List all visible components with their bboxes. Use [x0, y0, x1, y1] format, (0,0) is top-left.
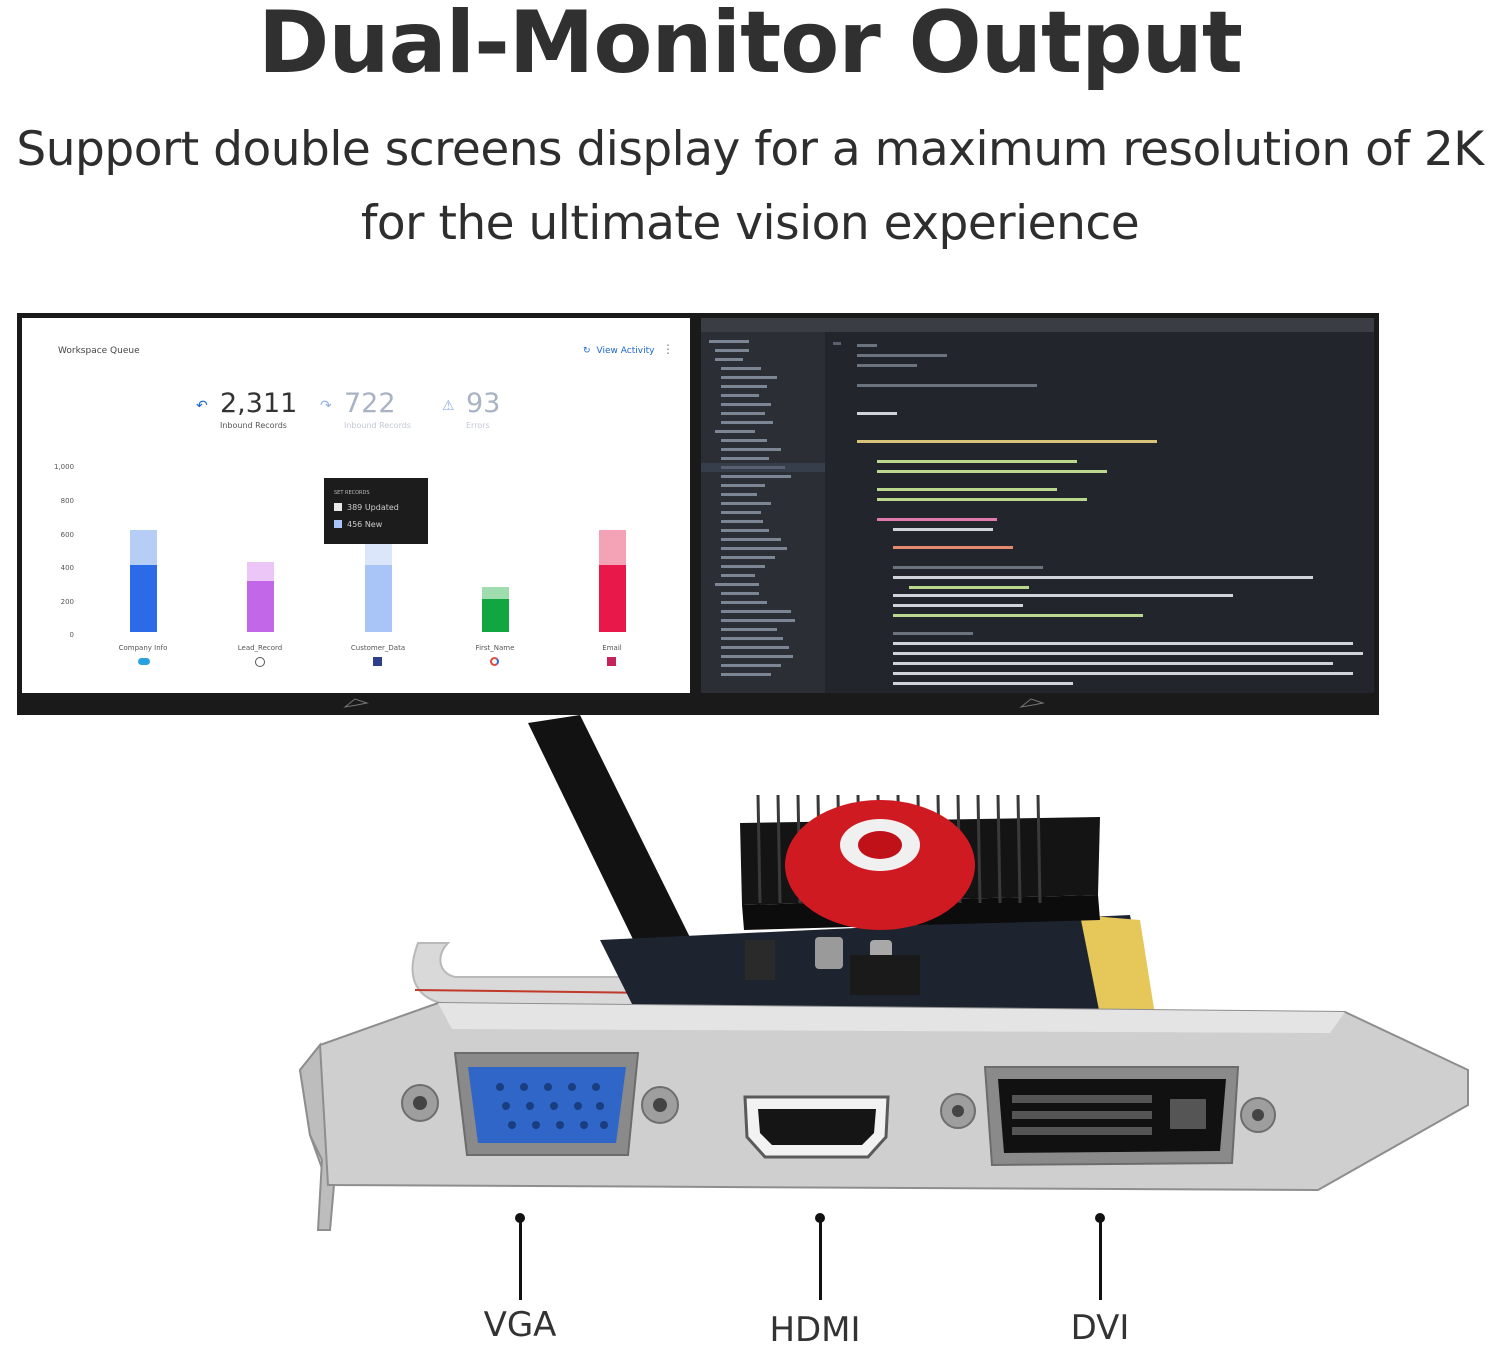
- fan-icon: [785, 800, 975, 930]
- headline: Dual-Monitor Output: [257, 0, 1243, 93]
- legend-swatch: [334, 520, 342, 528]
- dvi-pointer-line: [1099, 1218, 1102, 1300]
- y-tick: 800: [60, 497, 74, 505]
- refresh-icon: ↻: [583, 346, 591, 356]
- tooltip-row-2-text: 456 New: [347, 520, 383, 529]
- stat-3-value: 93: [466, 388, 501, 419]
- workspace-title: Workspace Queue: [58, 346, 140, 356]
- category-label: Lead_Record: [237, 644, 283, 652]
- pcie-connector: [1080, 915, 1155, 1015]
- dvi-label: DVI: [1070, 1308, 1130, 1348]
- left-screen: Workspace Queue ↻ View Activity ⋮ ↶ 2,311…: [22, 318, 690, 693]
- inbound-icon: ↶: [196, 398, 208, 414]
- bar-customer-data: [365, 565, 392, 632]
- stat-1-label: Inbound Records: [220, 421, 287, 430]
- graphics-card-illustration: [298, 715, 1469, 1231]
- hdmi-label: HDMI: [769, 1310, 861, 1350]
- view-activity-label: View Activity: [596, 346, 655, 356]
- bar-lead-record-light: [247, 562, 274, 581]
- code-lines: [833, 342, 1363, 685]
- subtitle-line-2: for the ultimate vision experience: [360, 196, 1140, 251]
- legend-swatch: [334, 503, 342, 511]
- bar-lead-record: [247, 581, 274, 632]
- right-screen-code-editor: [701, 318, 1374, 693]
- stat-3: ⚠ 93 Errors: [442, 388, 501, 430]
- stat-2: ↷ 722 Inbound Records: [320, 388, 411, 430]
- monitor-logo-icon: [343, 698, 369, 708]
- tooltip-row-2: 456 New: [334, 520, 382, 529]
- ide-toolbar: [701, 318, 1374, 332]
- category-label: Email: [602, 644, 622, 652]
- y-tick: 200: [60, 598, 74, 606]
- y-tick: 1,000: [54, 463, 75, 471]
- tooltip-row-1-text: 389 Updated: [347, 503, 399, 512]
- stat-3-label: Errors: [466, 421, 490, 430]
- y-tick: 600: [60, 531, 74, 539]
- bar-first-name: [482, 599, 509, 632]
- y-tick: 0: [69, 631, 74, 639]
- tooltip-header: SET RECORDS: [334, 490, 370, 496]
- app-icon: [607, 657, 616, 666]
- category-label: Company Info: [118, 644, 168, 652]
- vga-pointer-line: [519, 1218, 522, 1300]
- tooltip-row-1: 389 Updated: [334, 503, 399, 512]
- chart-tooltip: SET RECORDS 389 Updated 456 New: [324, 478, 428, 544]
- bar-first-name-light: [482, 587, 509, 599]
- dual-monitor: Workspace Queue ↻ View Activity ⋮ ↶ 2,311…: [17, 313, 1379, 715]
- more-icon: ⋮: [662, 342, 674, 356]
- vga-port: [401, 1052, 679, 1156]
- hdmi-port: [743, 1095, 890, 1159]
- bar-email-light: [599, 530, 626, 565]
- subtitle-line-1: Support double screens display for a max…: [16, 122, 1484, 177]
- file-tree-lines: [701, 340, 825, 676]
- google-icon: [490, 657, 499, 666]
- monitor-stand: [528, 715, 716, 995]
- circle-icon: [255, 657, 265, 667]
- category-label: Customer_Data: [350, 644, 406, 652]
- vga-label: VGA: [483, 1305, 557, 1345]
- warning-icon: ⚠: [442, 398, 455, 414]
- y-tick: 400: [60, 564, 74, 572]
- sync-icon: ↷: [320, 398, 332, 414]
- bar-email: [599, 565, 626, 632]
- category-label: First_Name: [475, 644, 515, 652]
- stat-2-value: 722: [344, 388, 396, 419]
- bar-company-info: [130, 565, 157, 632]
- bar-company-info-light: [130, 530, 157, 565]
- view-activity-link: ↻ View Activity: [583, 346, 654, 356]
- hdmi-pointer-line: [819, 1218, 822, 1300]
- monitor-logo-icon: [1019, 698, 1045, 708]
- stat-1: ↶ 2,311 Inbound Records: [196, 388, 298, 430]
- ide-file-tree: [701, 332, 825, 693]
- cloud-icon: [138, 658, 150, 665]
- stat-1-value: 2,311: [220, 388, 298, 419]
- bar-customer-data-light: [365, 544, 392, 565]
- square-icon: [373, 657, 382, 666]
- dvi-port: [940, 1066, 1276, 1167]
- stat-2-label: Inbound Records: [344, 421, 411, 430]
